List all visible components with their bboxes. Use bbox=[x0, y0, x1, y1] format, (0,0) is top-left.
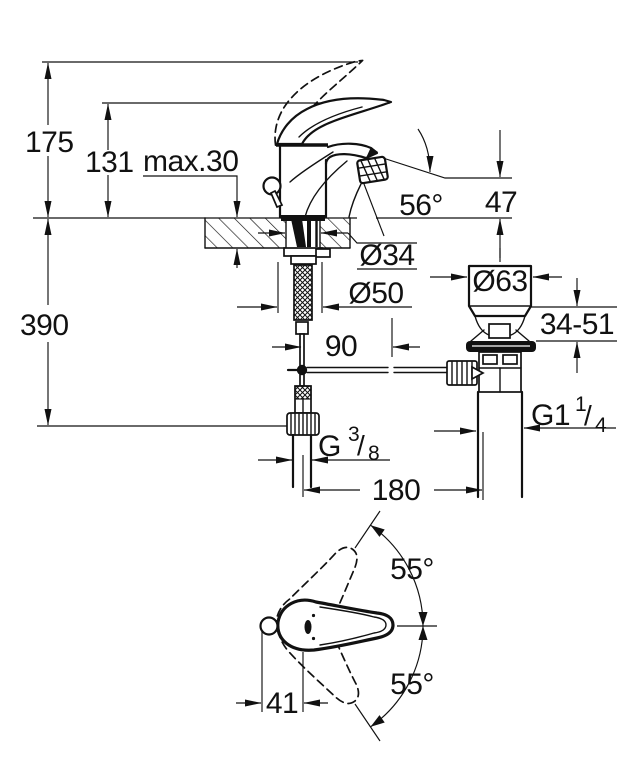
dim-hole-diameter-text: Ø34 bbox=[359, 239, 414, 272]
dim-under-deck-text: 390 bbox=[20, 309, 69, 342]
mounting-and-supply bbox=[283, 247, 331, 489]
dim-outlet-height-text: 47 bbox=[485, 186, 517, 219]
supply-thread-label: G 3 / 8 bbox=[318, 423, 380, 465]
aerator bbox=[356, 155, 389, 185]
dim-rod-length-text: 90 bbox=[325, 330, 357, 363]
dimension-lines bbox=[44, 62, 616, 494]
dim-total-height-text: 175 bbox=[25, 126, 74, 159]
handle-offset-dimension bbox=[236, 632, 328, 712]
dim-deck-thickness-text: max.30 bbox=[143, 145, 238, 178]
dim-plug-lift-text: 34-51 bbox=[540, 308, 614, 341]
dim-swing-lower-text: 55° bbox=[390, 668, 434, 701]
lever-side bbox=[275, 97, 393, 146]
dim-spray-angle-text: 56° bbox=[399, 189, 443, 222]
waste-thread-label: G1 1 / 4 bbox=[531, 393, 607, 437]
spray-angle-annotation bbox=[363, 128, 512, 237]
dim-spout-height-text: 131 bbox=[85, 146, 134, 179]
rod-ball-joint bbox=[296, 364, 308, 376]
flex-hose bbox=[293, 264, 313, 321]
dim-plug-diameter-text: Ø63 bbox=[472, 265, 527, 298]
faucet-body bbox=[256, 56, 393, 247]
side-view: 175 131 max.30 56° 47 Ø34 Ø50 Ø63 34-51 … bbox=[20, 56, 617, 507]
dim-handle-offset-text: 41 bbox=[266, 687, 298, 720]
swing-annotation bbox=[354, 510, 437, 742]
top-view: 55° 55° 41 bbox=[236, 510, 437, 742]
pop-up-knob-top bbox=[259, 616, 279, 636]
pop-up-waste-assembly bbox=[446, 264, 536, 499]
dim-swing-upper-text: 55° bbox=[390, 553, 434, 586]
dim-base-diameter-text: Ø50 bbox=[348, 277, 403, 310]
pop-up-rod bbox=[306, 366, 449, 374]
dim-drain-offset-text: 180 bbox=[372, 474, 421, 507]
